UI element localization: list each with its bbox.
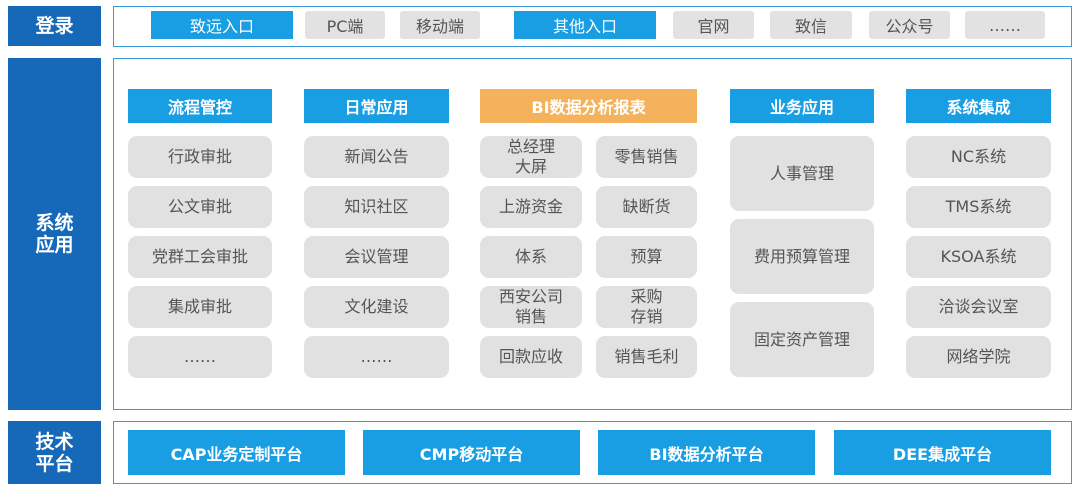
tech-row-label-text: 技术 平台 <box>35 430 74 475</box>
cell-receivables[interactable]: 回款应收 <box>480 336 582 378</box>
cell-out-of-stock-text: 缺断货 <box>622 197 671 216</box>
cell-system-text: 体系 <box>514 247 547 266</box>
cell-xian-sales-text: 西安公司 销售 <box>498 287 563 326</box>
column-header-business: 业务应用 <box>730 89 874 123</box>
wechat-public-button[interactable]: 公众号 <box>869 11 950 39</box>
cell-system[interactable]: 体系 <box>480 236 582 278</box>
cell-gross-margin[interactable]: 销售毛利 <box>596 336 697 378</box>
system-row-label: 系统 应用 <box>8 58 101 410</box>
column-header-process: 流程管控 <box>128 89 272 123</box>
cell-upstream-funds[interactable]: 上游资金 <box>480 186 582 228</box>
cell-culture-building[interactable]: 文化建设 <box>304 286 449 328</box>
cell-nc-system[interactable]: NC系统 <box>906 136 1051 178</box>
login-row-label-text: 登录 <box>35 15 74 37</box>
cell-tms-system[interactable]: TMS系统 <box>906 186 1051 228</box>
cell-party-union-approval[interactable]: 党群工会审批 <box>128 236 272 278</box>
cell-integrated-approval[interactable]: 集成审批 <box>128 286 272 328</box>
cell-fixed-assets[interactable]: 固定资产管理 <box>730 302 874 377</box>
cell-upstream-funds-text: 上游资金 <box>498 197 563 216</box>
cmp-platform-button[interactable]: CMP移动平台 <box>363 430 580 475</box>
cell-admin-approval[interactable]: 行政审批 <box>128 136 272 178</box>
cell-meeting-management[interactable]: 会议管理 <box>304 236 449 278</box>
cell-ksoa-system[interactable]: KSOA系统 <box>906 236 1051 278</box>
cell-retail-sales[interactable]: 零售销售 <box>596 136 697 178</box>
zhiyuan-entry-button[interactable]: 致远入口 <box>151 11 293 39</box>
cell-daily-more[interactable]: …… <box>304 336 449 378</box>
cell-out-of-stock[interactable]: 缺断货 <box>596 186 697 228</box>
zhixin-button[interactable]: 致信 <box>770 11 852 39</box>
cell-news[interactable]: 新闻公告 <box>304 136 449 178</box>
tech-row-label: 技术 平台 <box>8 421 101 484</box>
cell-xian-sales[interactable]: 西安公司 销售 <box>480 286 582 328</box>
login-row-label: 登录 <box>8 6 101 46</box>
pc-button[interactable]: PC端 <box>305 11 385 39</box>
cell-retail-sales-text: 零售销售 <box>614 147 679 166</box>
cell-expense-budget[interactable]: 费用预算管理 <box>730 219 874 294</box>
cell-hr-management[interactable]: 人事管理 <box>730 136 874 211</box>
cell-document-approval[interactable]: 公文审批 <box>128 186 272 228</box>
cell-gross-margin-text: 销售毛利 <box>614 347 679 366</box>
cell-budget[interactable]: 预算 <box>596 236 697 278</box>
system-row-label-text: 系统 应用 <box>35 212 74 256</box>
cell-budget-text: 预算 <box>630 247 663 266</box>
bi-platform-button[interactable]: BI数据分析平台 <box>598 430 815 475</box>
cell-negotiation-room[interactable]: 洽谈会议室 <box>906 286 1051 328</box>
dee-platform-button[interactable]: DEE集成平台 <box>834 430 1051 475</box>
mobile-button[interactable]: 移动端 <box>400 11 480 39</box>
cell-online-academy[interactable]: 网络学院 <box>906 336 1051 378</box>
cell-process-more[interactable]: …… <box>128 336 272 378</box>
cell-receivables-text: 回款应收 <box>498 347 563 366</box>
column-header-integration: 系统集成 <box>906 89 1051 123</box>
more-button[interactable]: …… <box>965 11 1045 39</box>
official-site-button[interactable]: 官网 <box>673 11 754 39</box>
other-entry-button[interactable]: 其他入口 <box>514 11 656 39</box>
column-header-bi: BI数据分析报表 <box>480 89 697 123</box>
column-header-daily: 日常应用 <box>304 89 449 123</box>
cell-gm-dashboard-text: 总经理 大屏 <box>506 137 555 176</box>
cell-gm-dashboard[interactable]: 总经理 大屏 <box>480 136 582 178</box>
cap-platform-button[interactable]: CAP业务定制平台 <box>128 430 345 475</box>
cell-purchase-inventory[interactable]: 采购 存销 <box>596 286 697 328</box>
cell-purchase-inventory-text: 采购 存销 <box>630 287 663 326</box>
cell-knowledge-community[interactable]: 知识社区 <box>304 186 449 228</box>
